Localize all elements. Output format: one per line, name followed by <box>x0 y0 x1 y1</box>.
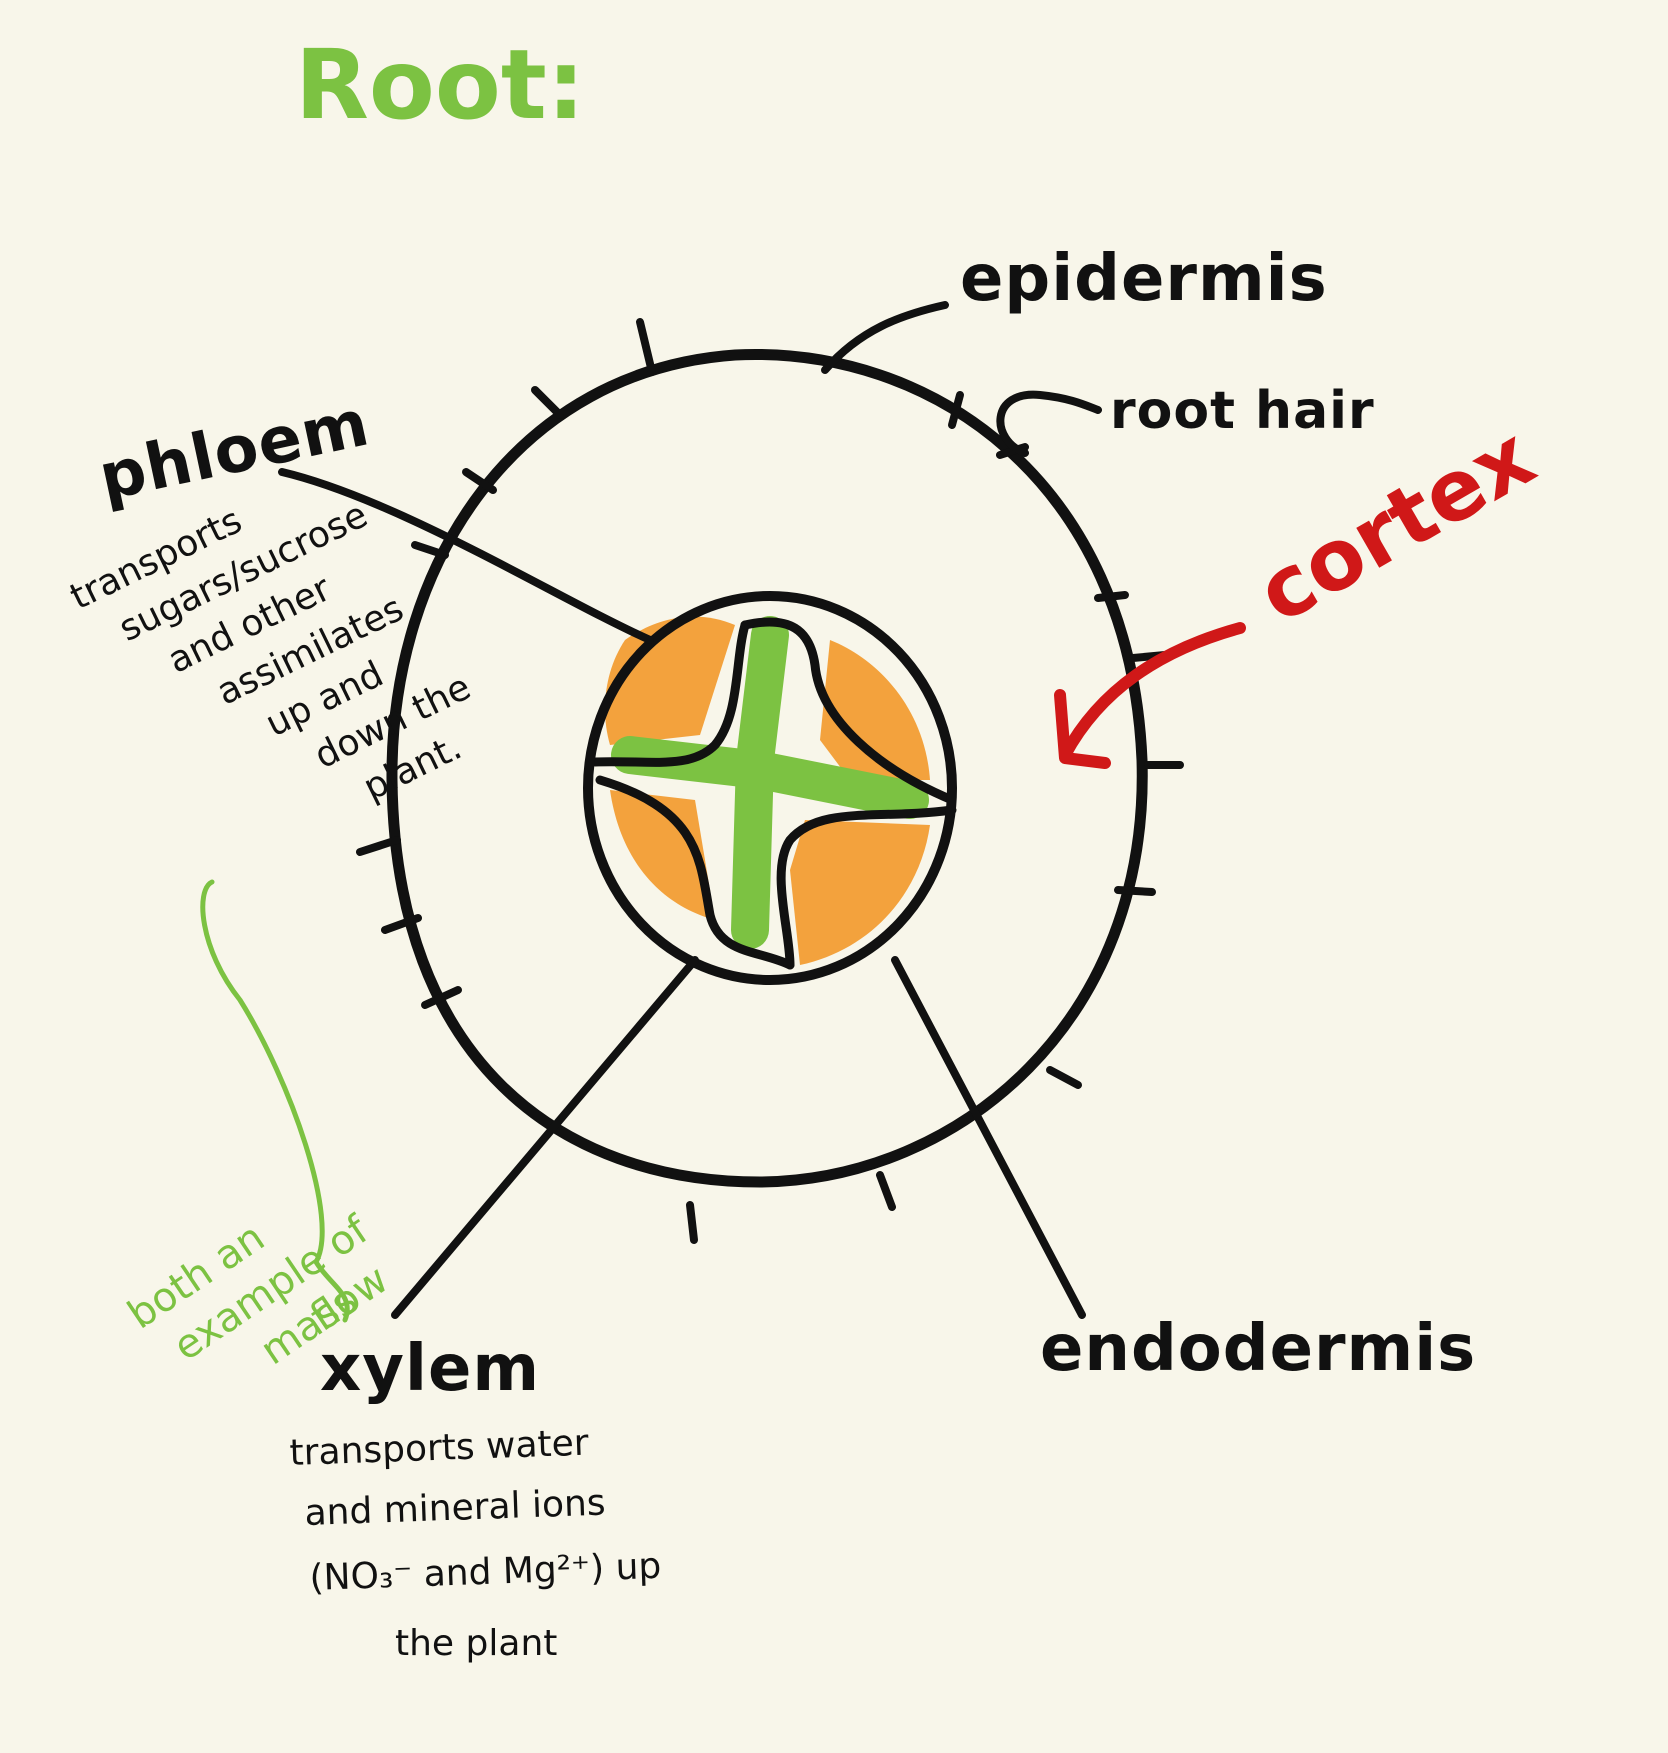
endodermis-ring <box>583 591 957 985</box>
phloem-region <box>820 640 930 780</box>
leader-line-endodermis <box>891 956 1086 1319</box>
xylem-note: transports water and mineral ions (NO₃⁻ … <box>289 1423 662 1664</box>
divider <box>776 805 957 970</box>
cortex-arrow <box>1054 622 1246 769</box>
epidermis-ring <box>386 348 1148 1188</box>
root-hair <box>531 386 564 419</box>
label-root-hair: root hair <box>1110 381 1375 441</box>
phloem-region <box>605 616 735 745</box>
root-hair <box>411 541 449 559</box>
vascular-bundle <box>583 591 957 985</box>
root-hair <box>948 391 964 429</box>
leader-line-root-hair <box>996 390 1102 457</box>
label-xylem: xylem <box>320 1332 540 1406</box>
mass-flow-bracket <box>200 879 350 1323</box>
root-hair <box>636 318 656 376</box>
xylem-note-line: the plant <box>395 1623 557 1664</box>
leader-line-epidermis <box>821 301 949 374</box>
label-cortex: cortex <box>1241 407 1550 642</box>
root-hair <box>462 468 497 494</box>
phloem-region <box>790 820 930 965</box>
root-hair <box>1114 886 1156 896</box>
divider <box>595 775 795 970</box>
xylem-note-line: and mineral ions <box>304 1483 606 1534</box>
root-hair <box>356 836 401 856</box>
xylem-note-line: transports water <box>289 1423 590 1474</box>
xylem-note-line: (NO₃⁻ and Mg²⁺) up <box>309 1546 662 1599</box>
root-hair <box>381 914 422 934</box>
root-hair <box>876 1171 896 1211</box>
phloem-region <box>610 790 715 920</box>
root-hair <box>421 986 462 1009</box>
divider <box>740 617 957 805</box>
divider <box>590 620 750 767</box>
root-hair <box>1046 1066 1082 1089</box>
label-endodermis: endodermis <box>1040 1312 1476 1386</box>
leader-line-phloem <box>278 468 654 644</box>
leader-line-xylem <box>391 956 699 1319</box>
title: Root: <box>295 29 585 141</box>
label-phloem: phloem <box>93 386 376 515</box>
label-epidermis: epidermis <box>960 242 1328 316</box>
root-hair <box>1094 591 1129 602</box>
root-hair <box>686 1201 698 1244</box>
